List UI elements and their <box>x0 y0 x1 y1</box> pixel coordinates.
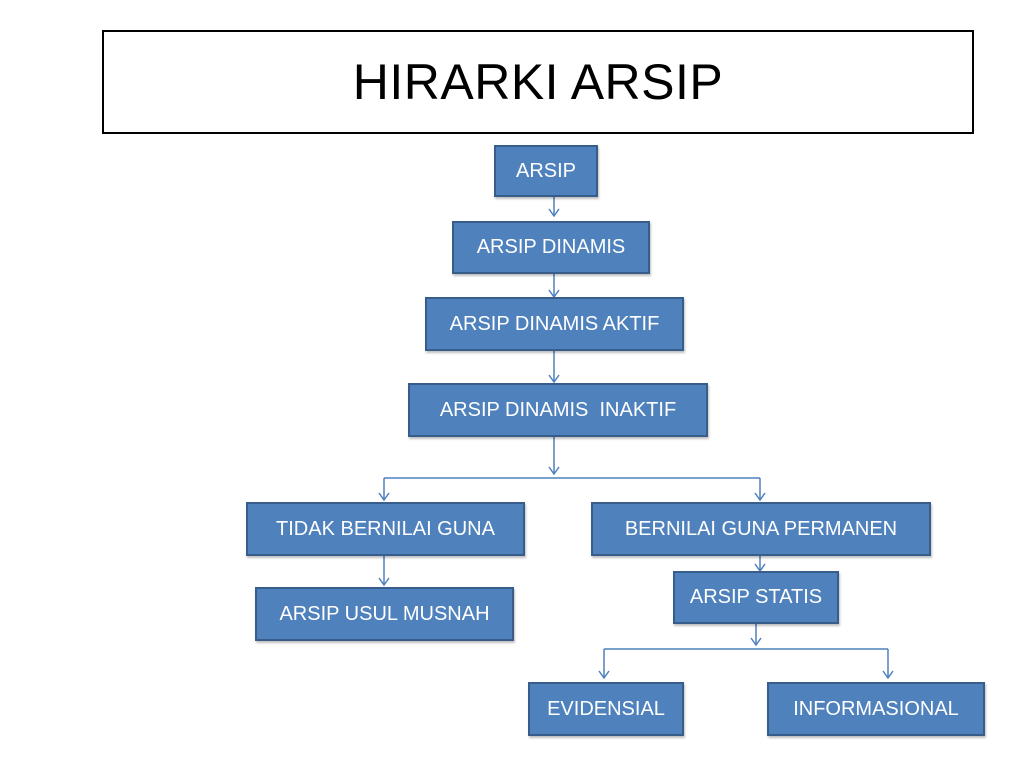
node-arsip-statis: ARSIP STATIS <box>673 571 839 624</box>
node-arsip-dinamis: ARSIP DINAMIS <box>452 221 650 274</box>
node-informasional: INFORMASIONAL <box>767 682 985 736</box>
connector-statis-to-leaves <box>598 624 894 680</box>
connector-dinamis-to-aktif <box>548 274 560 299</box>
connector-inaktif-to-branches <box>378 436 766 502</box>
connector-aktif-to-inaktif <box>548 350 560 384</box>
connector-arsip-to-dinamis <box>548 197 560 218</box>
node-arsip-dinamis-aktif: ARSIP DINAMIS AKTIF <box>425 297 684 351</box>
connector-tidak-to-musnah <box>378 556 390 587</box>
connector-permanen-to-statis <box>754 556 766 573</box>
node-evidensial: EVIDENSIAL <box>528 682 684 736</box>
node-arsip-dinamis-inaktif: ARSIP DINAMIS INAKTIF <box>408 383 708 437</box>
node-arsip-usul-musnah: ARSIP USUL MUSNAH <box>255 587 514 641</box>
node-tidak-bernilai-guna: TIDAK BERNILAI GUNA <box>246 502 525 556</box>
node-bernilai-guna-permanen: BERNILAI GUNA PERMANEN <box>591 502 931 556</box>
title-box: HIRARKI ARSIP <box>102 30 974 134</box>
diagram-title: HIRARKI ARSIP <box>352 54 724 110</box>
node-arsip: ARSIP <box>494 145 598 197</box>
